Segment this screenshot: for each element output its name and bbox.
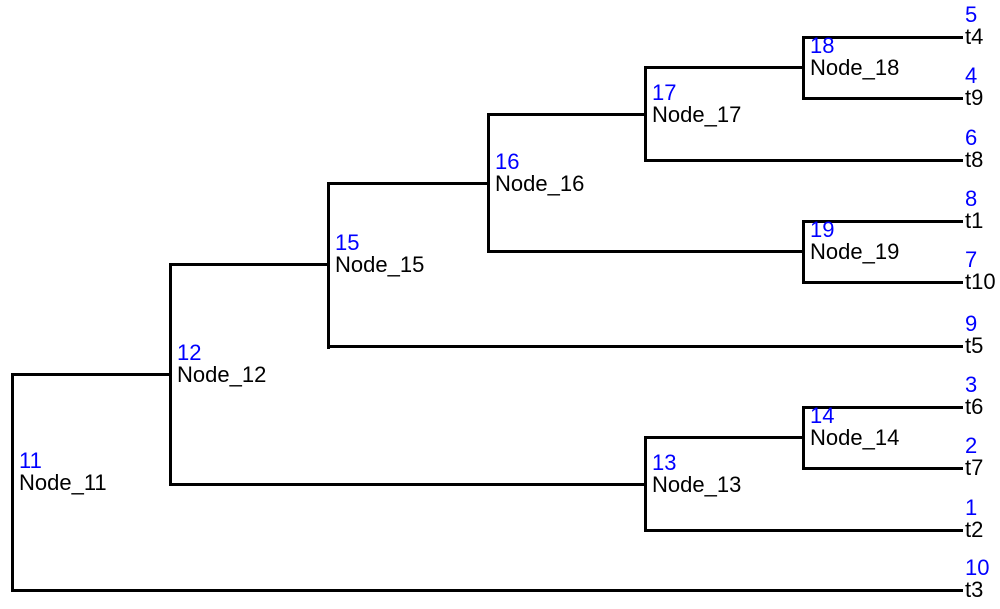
- tip-label-group-t3: 10 t3: [965, 557, 989, 601]
- node-number: 11: [19, 448, 42, 473]
- tip-label-group-t5: 9 t5: [965, 313, 983, 357]
- branch-line-t10: [802, 281, 963, 284]
- node-label-group-node-19: 19 Node_19: [810, 219, 899, 263]
- branch-line-node-19: [487, 250, 804, 253]
- node-label-group-node-14: 14 Node_14: [810, 405, 899, 449]
- node-number: 12: [177, 340, 202, 365]
- node-label-group-node-12: 12 Node_12: [177, 342, 266, 386]
- node-label-group-node-15: 15 Node_15: [335, 232, 424, 276]
- node-name: Node_11: [19, 470, 107, 495]
- tip-number: 5: [965, 2, 978, 27]
- tip-label-group-t9: 4 t9: [965, 65, 983, 109]
- tip-number: 3: [965, 372, 978, 397]
- branch-line-t1: [802, 220, 963, 223]
- node-bar-node-11: [11, 373, 14, 592]
- node-name: Node_14: [810, 425, 900, 450]
- tip-number: 1: [965, 495, 978, 520]
- branch-line-t3: [11, 589, 963, 592]
- tip-label-group-t2: 1 t2: [965, 497, 983, 541]
- node-name: Node_17: [652, 102, 742, 127]
- tip-label-group-t7: 2 t7: [965, 435, 983, 479]
- branch-line-t5: [327, 345, 963, 348]
- branch-line-node-17: [487, 113, 646, 116]
- tip-name: t4: [965, 24, 984, 49]
- node-name: Node_18: [810, 55, 900, 80]
- branch-line-node-14: [644, 436, 804, 439]
- node-number: 19: [810, 217, 835, 242]
- node-number: 16: [495, 149, 520, 174]
- node-number: 13: [652, 450, 677, 475]
- tip-name: t8: [965, 147, 984, 172]
- branch-line-t7: [802, 467, 963, 470]
- tip-number: 6: [965, 125, 978, 150]
- tip-label-group-t10: 7 t10: [965, 249, 996, 293]
- node-name: Node_19: [810, 239, 900, 264]
- tip-label-group-t6: 3 t6: [965, 374, 983, 418]
- node-number: 14: [810, 403, 835, 428]
- tip-name: t3: [965, 577, 984, 602]
- tip-number: 4: [965, 63, 978, 88]
- tip-name: t9: [965, 85, 984, 110]
- branch-line-t9: [802, 97, 963, 100]
- tip-number: 2: [965, 433, 978, 458]
- node-name: Node_13: [652, 472, 742, 497]
- node-label-group-node-11: 11 Node_11: [19, 450, 107, 494]
- node-name: Node_12: [177, 362, 267, 387]
- node-number: 17: [652, 80, 677, 105]
- branch-line-node-15: [169, 263, 329, 266]
- tip-label-group-t1: 8 t1: [965, 188, 983, 232]
- node-number: 15: [335, 230, 360, 255]
- tip-name: t1: [965, 208, 984, 233]
- node-label-group-node-13: 13 Node_13: [652, 452, 741, 496]
- tip-name: t2: [965, 517, 984, 542]
- tip-label-group-t8: 6 t8: [965, 127, 983, 171]
- node-name: Node_16: [495, 171, 585, 196]
- node-name: Node_15: [335, 252, 425, 277]
- branch-line-t4: [802, 36, 963, 39]
- tip-number: 10: [965, 555, 990, 580]
- tip-name: t7: [965, 455, 984, 480]
- branch-line-t2: [644, 529, 963, 532]
- branch-line-node-18: [644, 66, 804, 69]
- branch-line-node-13: [169, 483, 646, 486]
- branch-line-t8: [644, 159, 963, 162]
- tip-name: t6: [965, 394, 984, 419]
- branch-line-t6: [802, 406, 963, 409]
- node-number: 18: [810, 33, 835, 58]
- tip-label-group-t4: 5 t4: [965, 4, 983, 48]
- branch-line-node-16: [327, 182, 489, 185]
- branch-line-node-12: [11, 373, 171, 376]
- tip-number: 7: [965, 247, 978, 272]
- node-label-group-node-16: 16 Node_16: [495, 151, 584, 195]
- tip-name: t5: [965, 333, 984, 358]
- node-label-group-node-18: 18 Node_18: [810, 35, 899, 79]
- node-label-group-node-17: 17 Node_17: [652, 82, 741, 126]
- tip-name: t10: [965, 269, 996, 294]
- tip-number: 9: [965, 311, 978, 336]
- tip-number: 8: [965, 186, 978, 211]
